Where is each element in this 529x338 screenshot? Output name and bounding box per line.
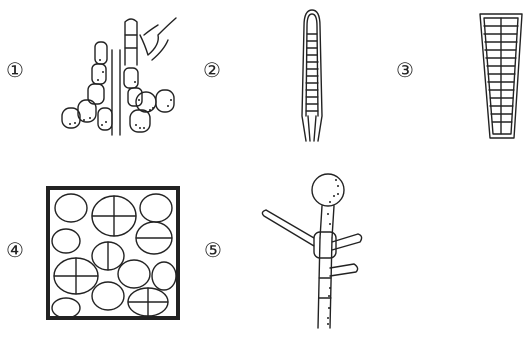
narrow-filament-icon: [292, 6, 342, 146]
figure-2-label: ②: [203, 60, 221, 80]
tapered-filament-icon: [476, 8, 526, 148]
branched-filament-icon: [40, 10, 190, 140]
figure-3-label: ③: [396, 60, 414, 80]
figure-5-label: ⑤: [204, 240, 222, 260]
figure-4-label: ④: [6, 240, 24, 260]
figure-1-label: ①: [6, 60, 24, 80]
cell-cluster-grid-icon: [46, 186, 180, 320]
sporangium-filament-icon: [258, 168, 370, 338]
